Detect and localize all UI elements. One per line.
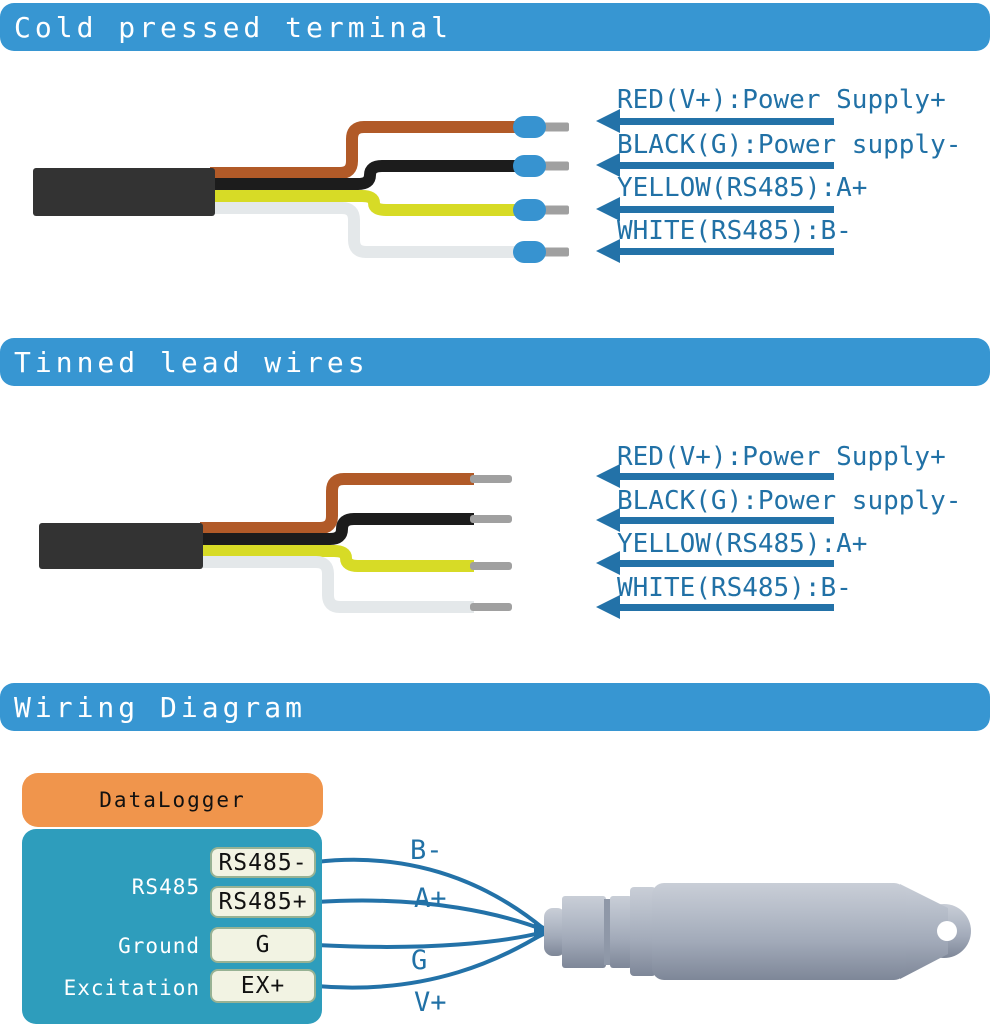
datalogger-label: DataLogger	[99, 788, 246, 812]
ferrule-terminal-white	[513, 241, 569, 263]
yellow-wire-path	[200, 545, 474, 572]
wiring-diagram-illustration	[314, 857, 971, 990]
red-wire-path	[200, 473, 474, 534]
wire-label-black: BLACK(G):Power supply-	[617, 486, 962, 516]
black-wire-path	[200, 513, 474, 545]
signal-curve-a-plus	[314, 898, 546, 932]
wire-label-red: RED(V+):Power Supply+	[617, 85, 946, 115]
terminal-g: G	[210, 927, 316, 963]
terminal-ex-plus: EX+	[210, 969, 316, 1003]
arrow-shaft	[614, 517, 834, 524]
probe-body	[652, 883, 906, 980]
arrow-left-icon	[596, 464, 834, 488]
signal-label-b-minus: B-	[410, 835, 443, 866]
section-title-cold-pressed: Cold pressed terminal	[14, 10, 453, 44]
arrow-left-icon	[596, 551, 834, 575]
arrow-left-icon	[596, 508, 834, 532]
wire-label-yellow: YELLOW(RS485):A+	[617, 529, 868, 559]
red-wire-path	[210, 121, 518, 179]
yellow-wire-path	[210, 190, 518, 216]
ferrule-terminal-black	[513, 155, 569, 177]
probe-eyelet-hole	[937, 921, 957, 941]
signal-label-g: G	[411, 945, 428, 976]
probe-cone-tip	[900, 884, 948, 979]
cable-sheath	[39, 523, 203, 569]
arrow-shaft	[614, 162, 834, 169]
section-title-wiring: Wiring Diagram	[14, 690, 307, 724]
wire-label-white: WHITE(RS485):B-	[617, 216, 852, 246]
port-group-ground: Ground	[118, 934, 200, 958]
tinned-lead-wires-illustration	[39, 473, 512, 613]
datalogger-header: DataLogger	[22, 773, 323, 827]
terminal-label: G	[255, 932, 271, 958]
arrow-shaft	[614, 206, 834, 213]
arrow-left-icon	[596, 197, 834, 221]
terminal-label: RS485-	[218, 849, 308, 876]
wire-label-white: WHITE(RS485):B-	[617, 573, 852, 603]
section-header-wiring: Wiring Diagram	[0, 683, 990, 731]
sensor-probe	[544, 883, 971, 980]
signal-curve-g	[314, 930, 546, 949]
white-wire-path	[200, 556, 474, 613]
tinned-tip-yellow	[470, 562, 512, 570]
arrow-shaft	[614, 118, 834, 125]
terminal-label: EX+	[240, 973, 286, 999]
probe-collar	[630, 887, 656, 976]
signal-curve-v-plus	[314, 931, 546, 990]
ferrule-terminal-red	[513, 116, 569, 138]
tinned-tip-white	[470, 603, 512, 611]
arrow-left-icon	[596, 109, 834, 133]
black-wire-path	[210, 160, 518, 190]
tinned-tip-black	[470, 515, 512, 523]
arrow-left-icon	[596, 153, 834, 177]
wire-label-red: RED(V+):Power Supply+	[617, 442, 946, 472]
arrow-left-icon	[596, 595, 834, 619]
arrow-shaft	[614, 604, 834, 611]
wire-label-yellow: YELLOW(RS485):A+	[617, 173, 868, 203]
port-group-rs485: RS485	[131, 875, 200, 899]
white-wire-path	[210, 202, 518, 258]
section-header-tinned: Tinned lead wires	[0, 338, 990, 386]
arrow-shaft	[614, 248, 834, 255]
probe-nose-cap	[544, 908, 566, 956]
port-group-excitation: Excitation	[63, 976, 200, 1000]
probe-hex-nut	[562, 896, 606, 968]
terminal-rs485-minus: RS485-	[210, 847, 316, 878]
signal-label-a-plus: A+	[414, 883, 447, 914]
probe-hex-nut-2	[610, 896, 632, 968]
signal-label-v-plus: V+	[414, 987, 447, 1018]
arrow-shaft	[614, 473, 834, 480]
ferrule-terminal-yellow	[513, 199, 569, 221]
tinned-tip-red	[470, 475, 512, 483]
section-title-tinned: Tinned lead wires	[14, 345, 369, 379]
arrow-left-icon	[596, 239, 834, 263]
cold-pressed-terminal-illustration	[33, 116, 569, 263]
wire-label-black: BLACK(G):Power supply-	[617, 130, 962, 160]
terminal-label: RS485+	[218, 889, 308, 915]
arrow-shaft	[614, 560, 834, 567]
cable-sheath	[33, 168, 215, 216]
terminal-rs485-plus: RS485+	[210, 886, 316, 918]
probe-nut-ring	[604, 899, 610, 965]
signal-curve-b-minus	[314, 857, 546, 931]
section-header-cold-pressed: Cold pressed terminal	[0, 3, 990, 51]
